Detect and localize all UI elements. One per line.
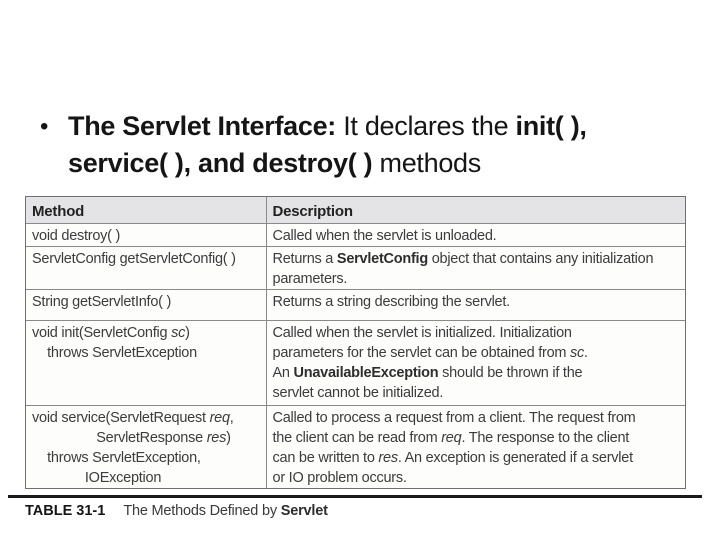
description-cell: Called to process a request from a clien… [272, 410, 636, 486]
table-row: void destroy( ) Called when the servlet … [26, 223, 685, 247]
table-caption-label: TABLE 31-1 [25, 503, 106, 519]
method-cell: void init(ServletConfig sc) throws Servl… [26, 320, 267, 406]
table-caption: TABLE 31-1 The Methods Defined by Servlet [25, 503, 328, 519]
method-cell: void destroy( ) [26, 223, 267, 247]
method-cell: void service(ServletRequest req, Servlet… [26, 405, 267, 488]
column-header-description: Description [265, 197, 685, 224]
caption-divider-rule [8, 495, 702, 498]
title-bullet-item: • The Servlet Interface: It declares the… [40, 108, 680, 182]
column-header-method: Method [26, 197, 266, 224]
table-caption-text: The Methods Defined by Servlet [123, 503, 328, 519]
method-cell: String getServletInfo( ) [26, 289, 267, 321]
description-cell: Returns a ServletConfig object that cont… [272, 251, 654, 287]
table-row: void init(ServletConfig sc) throws Servl… [26, 320, 685, 406]
slide-title: The Servlet Interface: It declares the i… [68, 111, 587, 178]
description-cell: Called when the servlet is initialized. … [272, 325, 589, 401]
methods-table: Method Description void destroy( ) Calle… [25, 196, 686, 489]
table-row: void service(ServletRequest req, Servlet… [26, 405, 685, 488]
description-cell: Called when the servlet is unloaded. [272, 228, 497, 244]
bullet-marker: • [40, 113, 49, 140]
table-row: ServletConfig getServletConfig( ) Return… [26, 246, 685, 290]
table-header-row: Method Description [26, 197, 685, 224]
table-row: String getServletInfo( ) Returns a strin… [26, 289, 685, 321]
method-cell: ServletConfig getServletConfig( ) [26, 246, 267, 290]
description-cell: Returns a string describing the servlet. [272, 294, 511, 310]
